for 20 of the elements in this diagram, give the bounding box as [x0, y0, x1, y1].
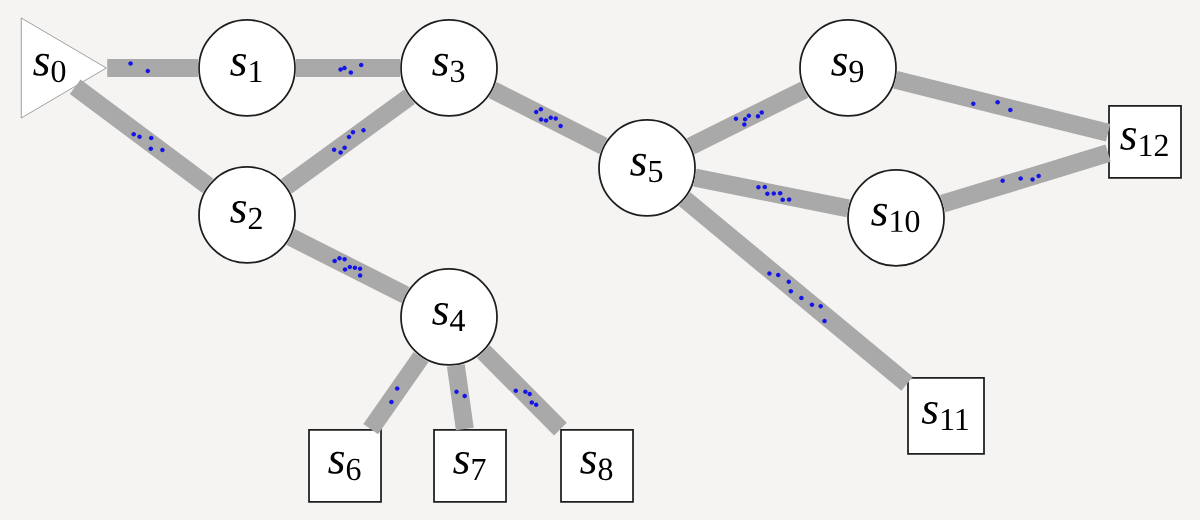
- edge-line: [477, 345, 567, 436]
- edge-line: [893, 71, 1111, 142]
- edge-line: [286, 229, 410, 303]
- edge-line: [363, 351, 429, 435]
- terminal-box: s$_{6}$: [308, 429, 382, 503]
- edge-line: [281, 89, 415, 194]
- edge-line: [488, 82, 608, 154]
- edge-line: [940, 144, 1111, 213]
- edge-line: [107, 59, 199, 77]
- edge-line: [693, 168, 850, 218]
- edge-line: [678, 192, 913, 391]
- terminal-box: s$_{12}$: [1108, 105, 1182, 179]
- edge-line: [69, 79, 214, 193]
- edge-line: [446, 364, 474, 431]
- source-triangle: s$_{0}$: [20, 17, 107, 119]
- edge-line: [686, 81, 809, 155]
- terminal-box: s$_{11}$: [907, 377, 985, 455]
- terminal-box: s$_{8}$: [560, 429, 634, 503]
- edge-line: [295, 59, 401, 77]
- terminal-box: s$_{7}$: [433, 429, 507, 503]
